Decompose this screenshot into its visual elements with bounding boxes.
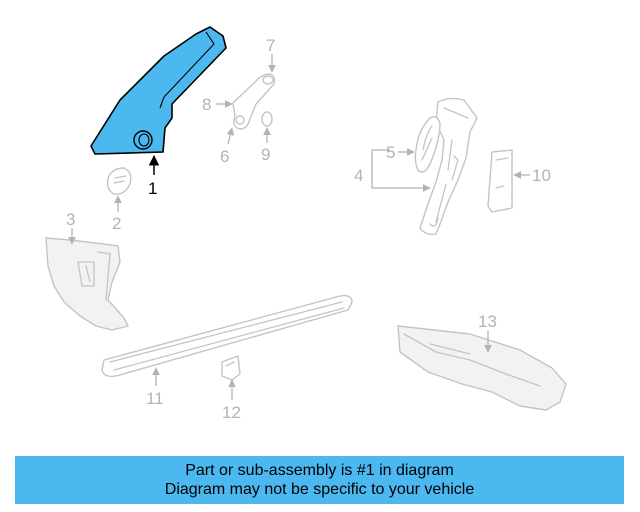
part-1-hole-inner [138,133,150,147]
part-12-clip [221,355,241,381]
part-10-cover [487,149,513,213]
callout-13: 13 [478,312,497,331]
callout-4: 4 [354,166,363,185]
callout-10: 10 [532,166,551,185]
part-4-b-pillar-trim [419,97,478,236]
part-2-cap [106,167,132,195]
callout-9: 9 [261,145,270,164]
callout-2: 2 [112,214,121,233]
callout-11: 11 [146,389,164,408]
callout-3: 3 [66,210,75,229]
callout-8: 8 [202,95,211,114]
part-3-kick-panel [45,237,129,331]
leader-4 [371,149,430,188]
part-1-inner-edge [159,31,215,109]
banner-disclaimer: Diagram may not be specific to your vehi… [164,481,475,498]
parts-diagram: 1 2 3 4 5 6 7 8 9 10 11 12 13 [45,26,567,422]
leader-6 [226,127,235,145]
part-6-7-8-handle [232,73,276,130]
part-13-step-pad [397,325,567,411]
callout-6: 6 [220,147,229,166]
callout-7: 7 [266,36,275,55]
part-11-sill-plate [101,294,353,378]
banner-part-note: Part or sub-assembly is #1 in diagram [185,462,454,479]
part-1-a-pillar-trim[interactable] [90,26,227,155]
part-5-seatbelt-guide [414,116,441,173]
diagram-notice-banner: Part or sub-assembly is #1 in diagram Di… [15,456,624,504]
callout-1: 1 [148,179,157,198]
callout-12: 12 [222,403,241,422]
part-1-shape [90,26,227,155]
callout-5: 5 [386,143,395,162]
part-9-clip [261,111,273,127]
